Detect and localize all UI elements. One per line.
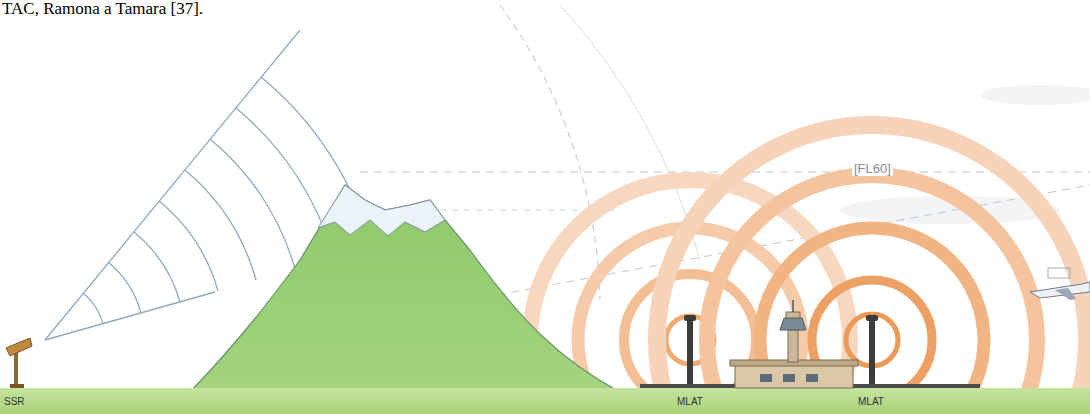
mlat-antenna — [684, 315, 696, 384]
aircraft — [1030, 268, 1090, 300]
mlat-coverage-rings — [530, 125, 1087, 392]
sensor-label: SSR — [4, 396, 25, 407]
sensor-label: MLAT — [858, 396, 884, 407]
sensor-label: MLAT — [677, 396, 703, 407]
flight-level-label: [FL60] — [852, 162, 893, 176]
airport-terminal — [730, 300, 858, 388]
mountain — [190, 185, 620, 392]
caption-fragment: TAC, Ramona a Tamara [37]. — [2, 0, 203, 19]
snow-cap — [318, 185, 445, 236]
ssr-radar — [6, 338, 32, 388]
ground — [0, 388, 1090, 414]
mlat-antenna — [866, 315, 878, 384]
cloud — [980, 85, 1090, 105]
